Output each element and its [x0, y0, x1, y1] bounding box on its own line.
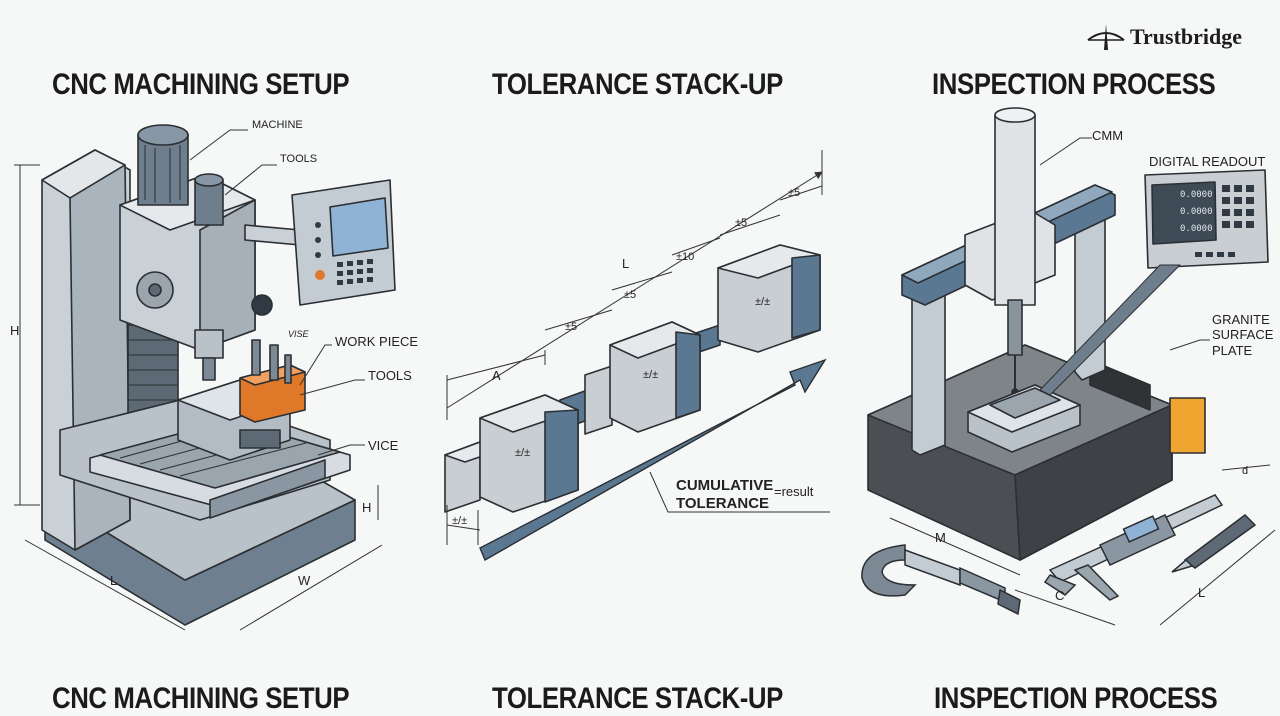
brand-logo: Trustbridge	[1086, 22, 1242, 52]
panel-title-inspection: INSPECTION PROCESS	[932, 68, 1216, 101]
tol-dim-t3: ±10	[676, 251, 694, 263]
insp-dim-L: L	[1198, 585, 1205, 600]
panel-title-tolerance: TOLERANCE STACK-UP	[492, 68, 783, 101]
bridge-tower-icon	[1087, 24, 1125, 50]
insp-dim-M: M	[935, 530, 946, 545]
label-vise-note: VISE	[288, 329, 310, 339]
cumulative-line1: CUMULATIVE	[676, 477, 773, 494]
micrometer-tool	[861, 544, 1021, 616]
inspection-dimensions	[889, 464, 1276, 626]
tol-dim-base: ±/±	[452, 515, 467, 527]
panel-title-cnc: CNC MACHINING SETUP	[52, 68, 350, 101]
cmm-machine	[867, 107, 1269, 561]
insp-dim-small: d	[1242, 465, 1248, 477]
dim-length: L	[110, 573, 117, 588]
cmm-leaders	[1039, 137, 1210, 351]
label-machine: MACHINE	[252, 119, 303, 131]
cnc-leaders	[189, 129, 365, 456]
cnc-machine	[41, 124, 396, 626]
label-granite: GRANITE	[1212, 312, 1270, 327]
caliper-tool	[1043, 494, 1224, 601]
label-vice: VICE	[368, 438, 399, 453]
cumulative-result: =result	[774, 484, 814, 499]
label-digital-readout: DIGITAL READOUT	[1149, 154, 1265, 169]
tol-dim-t4: ±5	[735, 217, 747, 229]
label-tools-mid: TOOLS	[368, 368, 412, 383]
tolerance-stack	[444, 244, 821, 513]
tol-dim-A: A	[492, 368, 501, 383]
dim-width: W	[298, 573, 311, 588]
cumulative-line2: TOLERANCE	[676, 495, 769, 512]
tol-dim-t2: ±5	[624, 289, 636, 301]
probe-tool	[1171, 514, 1257, 573]
readout-value-2: 0.0000	[1180, 207, 1213, 217]
dim-h-small: H	[362, 500, 371, 515]
label-work-piece: WORK PIECE	[335, 334, 418, 349]
brand-name: Trustbridge	[1130, 24, 1243, 49]
label-plate: PLATE	[1212, 343, 1253, 358]
label-cmm: CMM	[1092, 128, 1123, 143]
block-1-label: ±/±	[515, 447, 530, 459]
cumulative-arrow	[479, 358, 827, 562]
readout-value-3: 0.0000	[1180, 224, 1213, 234]
tol-dim-t5: ±5	[788, 187, 800, 199]
block-3-label: ±/±	[755, 296, 770, 308]
cnc-dimensions	[14, 164, 383, 631]
dim-height: H	[10, 323, 19, 338]
block-2-label: ±/±	[643, 369, 658, 381]
label-tools-top: TOOLS	[280, 153, 317, 165]
tolerance-dimensions	[446, 150, 830, 545]
tol-dim-L: L	[622, 256, 629, 271]
insp-dim-C: C	[1055, 588, 1064, 603]
readout-value-1: 0.0000	[1180, 190, 1213, 200]
tol-dim-t1: ±5	[565, 321, 577, 333]
label-surface: SURFACE	[1212, 327, 1274, 342]
